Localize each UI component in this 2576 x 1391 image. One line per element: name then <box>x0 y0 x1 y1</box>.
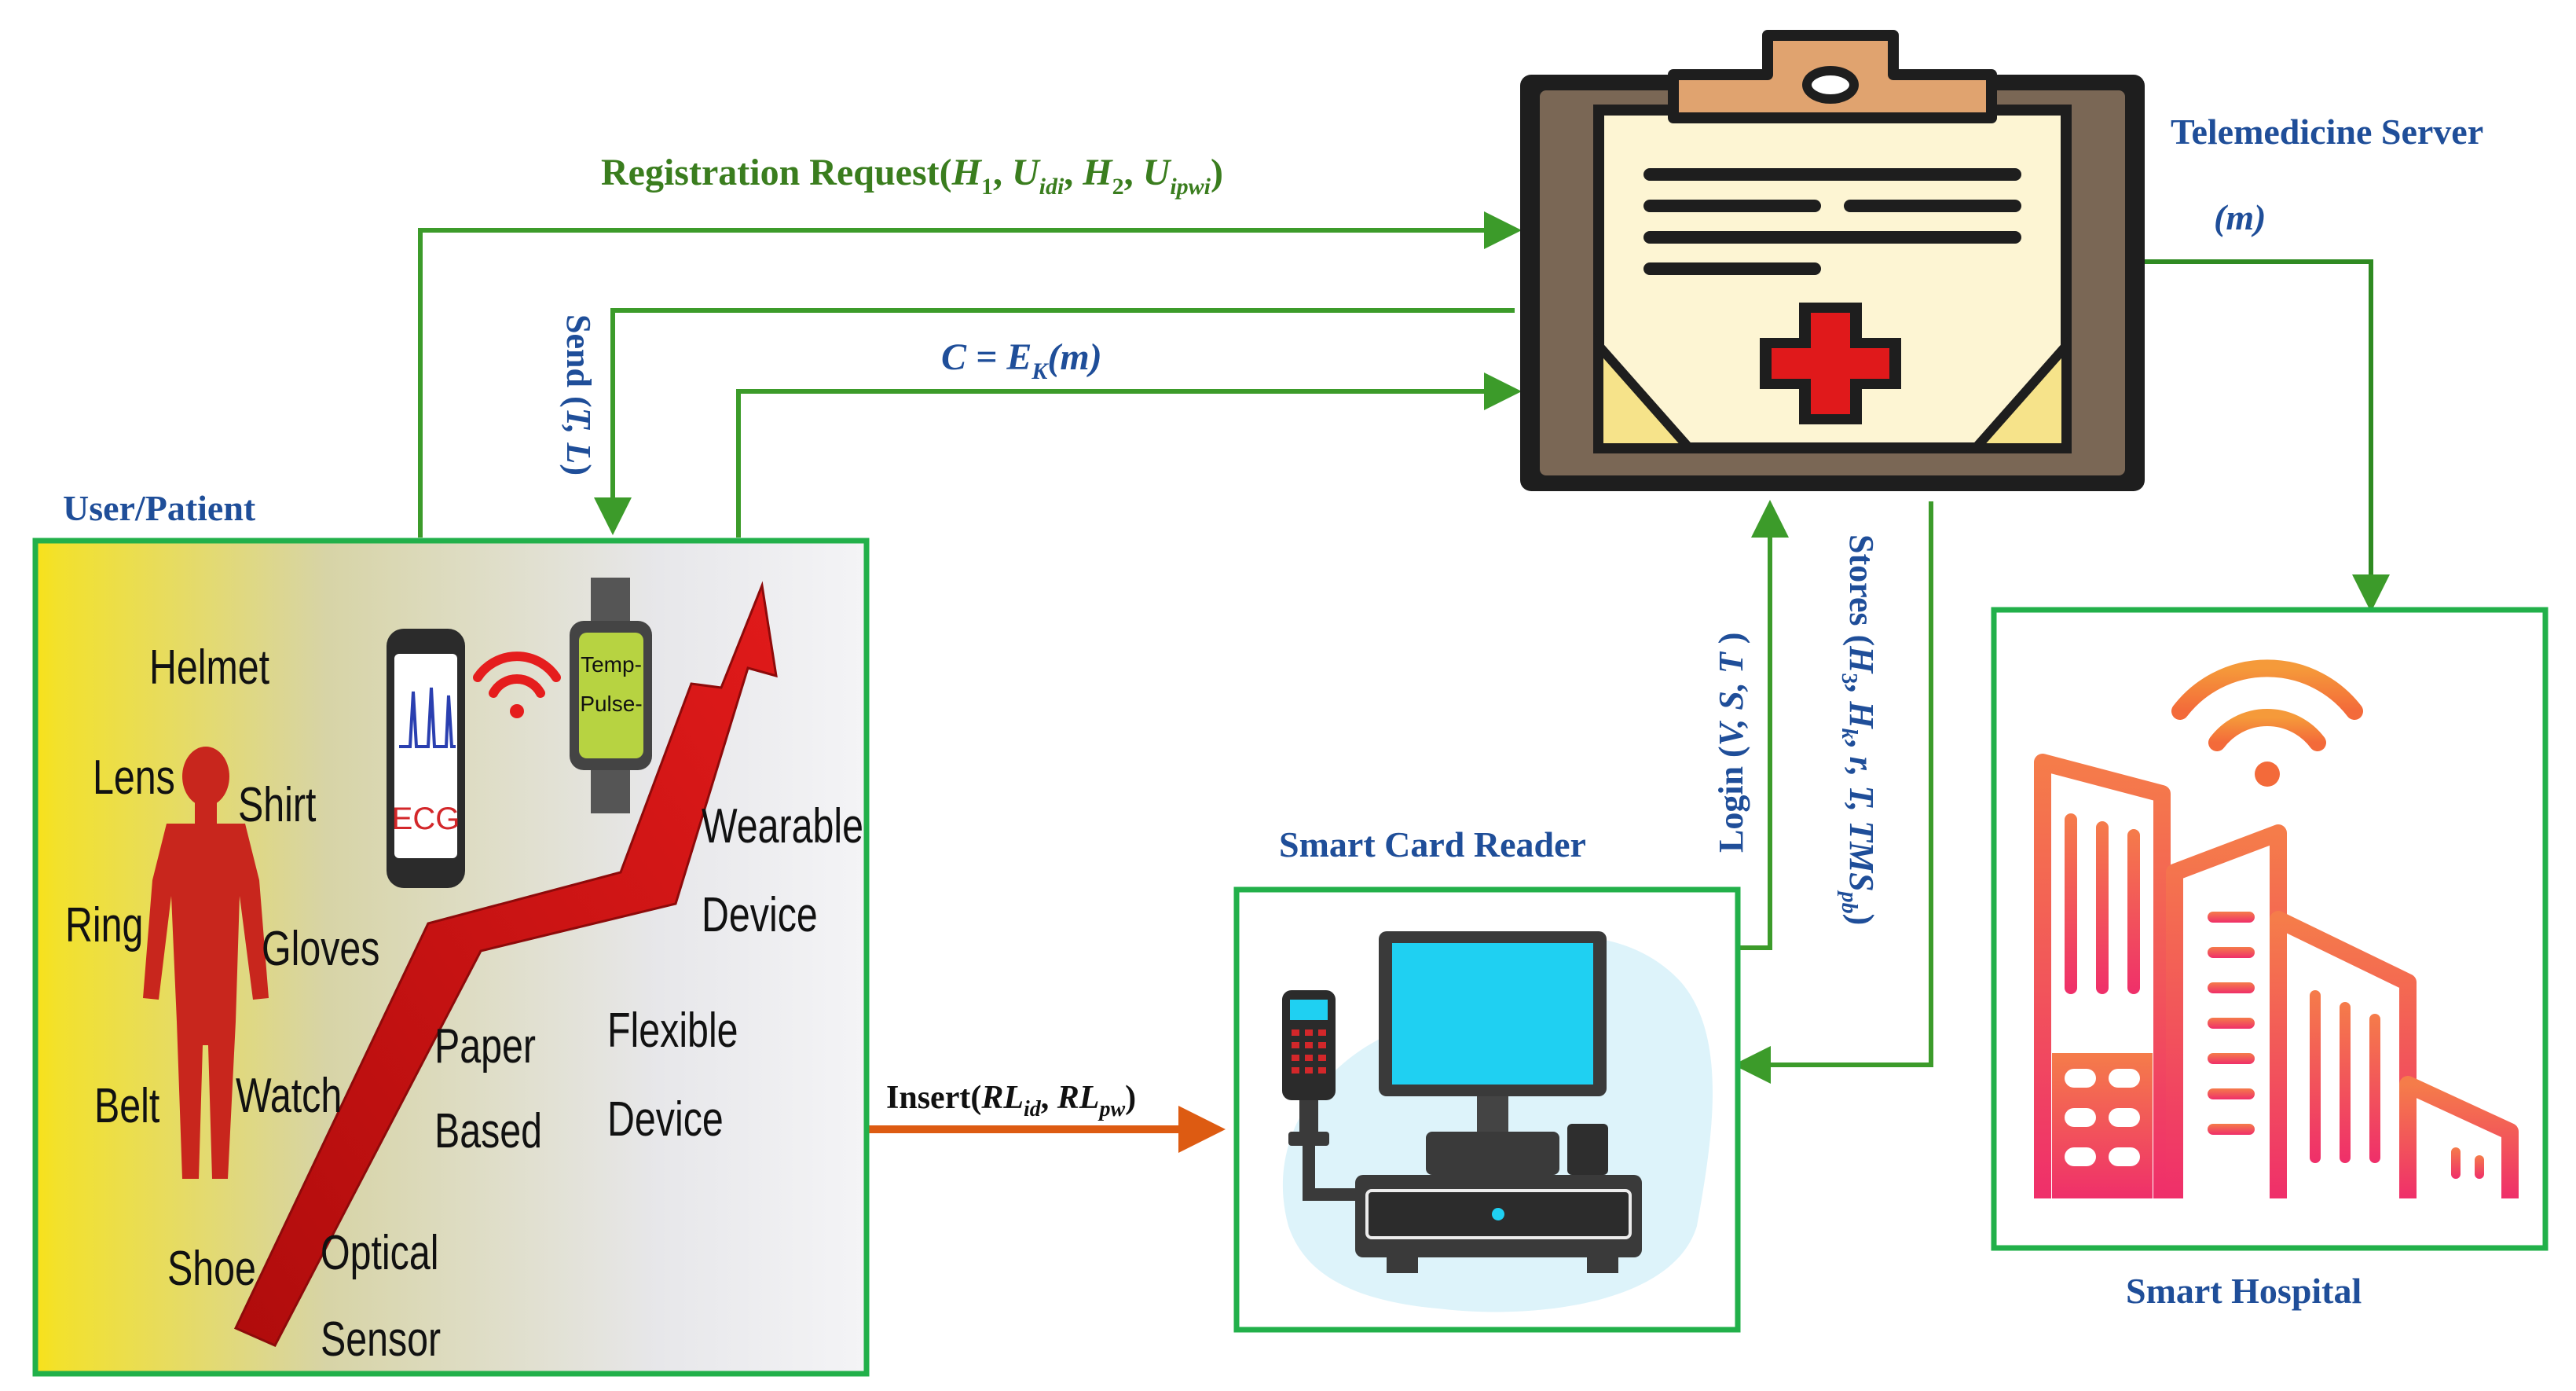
user-patient-label: User/Patient <box>63 488 256 528</box>
registration-arrow <box>418 211 1522 538</box>
hospital-wifi-icon <box>2171 659 2363 787</box>
send-arrow <box>594 308 1515 535</box>
wifi-signal-icon <box>473 651 561 718</box>
smart-card-reader-box <box>1233 886 1741 1333</box>
belt-label: Belt <box>94 1078 160 1132</box>
user-patient-box: ECG Temp- Pulse- Helmet Lens Shirt Ring … <box>32 538 870 1377</box>
node-labels: User/Patient Telemedicine Server Smart C… <box>63 112 2483 1311</box>
smart-card-reader-label: Smart Card Reader <box>1279 824 1586 864</box>
paper-label: Paper <box>434 1018 536 1073</box>
hospital-base-block <box>2052 1053 2153 1198</box>
cipher-arrow <box>736 373 1522 538</box>
smart-hospital-label: Smart Hospital <box>2126 1271 2362 1311</box>
user-panel-border <box>32 538 870 1377</box>
helmet-label: Helmet <box>149 640 270 694</box>
shirt-label: Shirt <box>238 777 317 831</box>
server-output-label: (m) <box>2214 197 2266 237</box>
ecg-label: ECG <box>392 802 460 836</box>
growth-arrow <box>233 581 778 1347</box>
send-label: Send (T, L) <box>559 314 598 475</box>
sensor-label: Sensor <box>321 1312 441 1366</box>
telemedicine-server-icon <box>1520 30 2145 491</box>
ecg-phone-icon: ECG <box>387 629 465 888</box>
watch-label: Watch <box>236 1068 342 1122</box>
pos-terminal-icon <box>1282 931 1642 1273</box>
device-label-1: Device <box>607 1092 724 1146</box>
ring-label: Ring <box>65 897 143 952</box>
login-arrow <box>1738 500 1789 950</box>
flexible-label: Flexible <box>607 1003 738 1057</box>
optical-label: Optical <box>321 1225 438 1279</box>
device-label-2: Device <box>702 887 818 941</box>
insert-label: Insert(RLid, RLpw) <box>886 1080 1136 1121</box>
smart-hospital-box <box>1991 607 2549 1251</box>
human-figure-icon <box>143 747 269 1179</box>
server-to-hospital-arrow <box>2145 259 2390 612</box>
pulse-label: Pulse- <box>580 692 642 716</box>
registration-request-label: Registration Request(H1, Uidi, H2, Uipwi… <box>601 152 1223 200</box>
hospital-windows <box>2065 813 2484 1179</box>
based-label: Based <box>434 1103 542 1158</box>
lens-label: Lens <box>93 750 175 804</box>
stores-arrow <box>1733 501 1933 1084</box>
wearable-label: Wearable <box>702 798 863 853</box>
connectors <box>418 211 2390 1153</box>
login-label: Login (V, S, T ) <box>1712 633 1750 853</box>
stores-label: Stores (H3, Hk, r, T, TMSpb) <box>1837 534 1881 925</box>
wearable-labels: Helmet Lens Shirt Ring Gloves Belt Watch… <box>65 640 863 1366</box>
temp-label: Temp- <box>581 652 642 677</box>
cipher-label: C = EK(m) <box>941 336 1102 384</box>
shoe-label: Shoe <box>167 1241 256 1295</box>
telemedicine-server-label: Telemedicine Server <box>2171 112 2483 152</box>
smart-watch-icon: Temp- Pulse- <box>570 578 652 813</box>
gloves-label: Gloves <box>262 921 379 975</box>
